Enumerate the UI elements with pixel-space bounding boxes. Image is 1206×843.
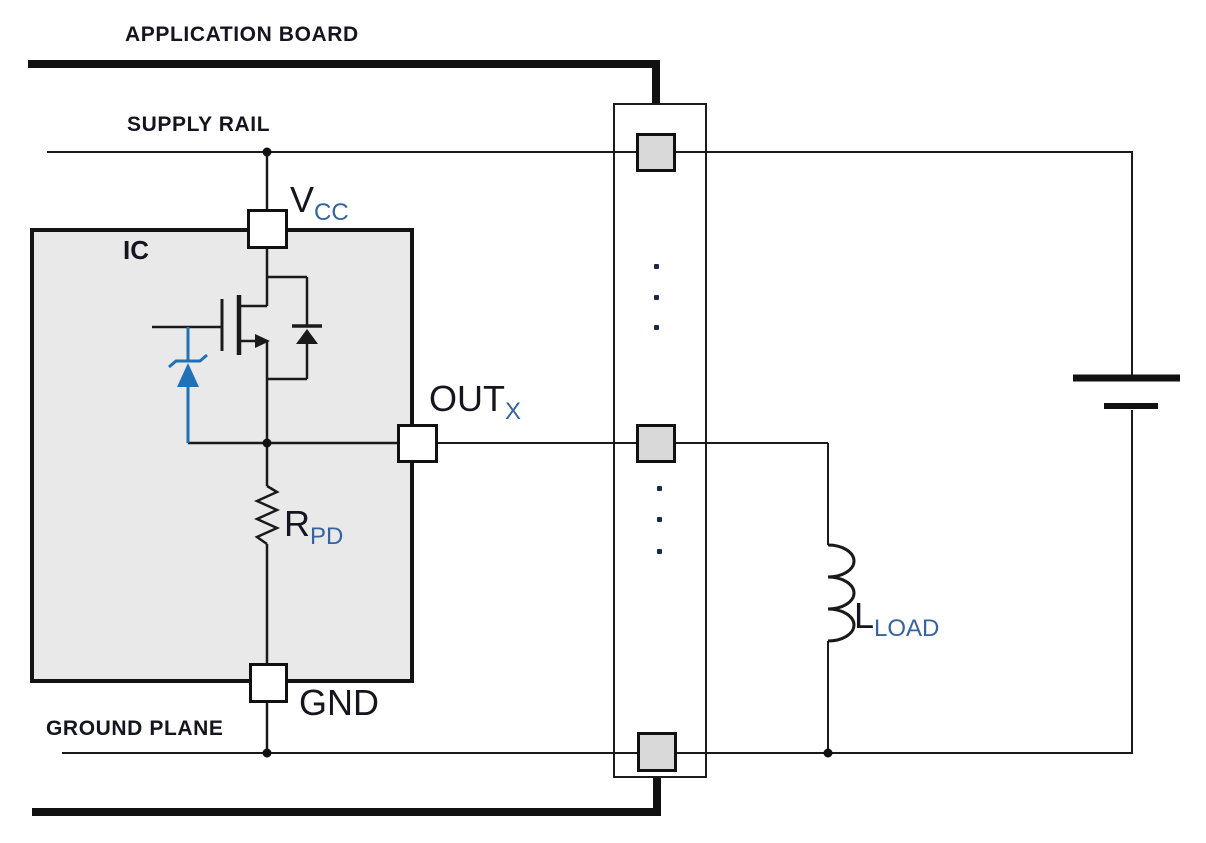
out-label-main: OUT [429, 378, 505, 419]
vcc-pin-label: VCC [290, 179, 349, 225]
lload-label-main: L [854, 595, 875, 636]
pulldown-resistor-label: RPD [284, 503, 343, 549]
board-edge-bottom [32, 778, 661, 816]
connector-pad-out [636, 424, 676, 463]
gnd-pin-label: GND [299, 682, 379, 723]
rpd-label-sub: PD [310, 523, 344, 550]
connector-pad-ground [637, 732, 677, 772]
ic-label: IC [123, 235, 149, 265]
out-pin-label: OUTX [429, 378, 521, 424]
ic-body [30, 228, 414, 683]
application-board-label: APPLICATION BOARD [125, 23, 359, 46]
inductor-symbol [827, 543, 856, 643]
connector-ellipsis-dot [657, 549, 662, 554]
connector-ellipsis-dot [657, 486, 662, 491]
connector-ellipsis-dot [654, 264, 659, 269]
out-pin [397, 424, 438, 463]
load-inductor-label: LLOAD [854, 595, 939, 641]
vcc-pin [247, 209, 288, 249]
connector-body [613, 103, 707, 778]
battery-symbol [1073, 152, 1180, 753]
lload-label-sub: LOAD [874, 615, 940, 642]
vcc-label-main: V [290, 179, 315, 220]
supply-rail-label: SUPPLY RAIL [127, 113, 271, 136]
connector-ellipsis-dot [654, 325, 659, 330]
board-edge-top [28, 60, 660, 103]
connector-ellipsis-dot [657, 517, 662, 522]
rpd-label-main: R [284, 503, 310, 544]
out-label-sub: X [505, 398, 522, 425]
connector-pad-supply [636, 133, 676, 172]
vcc-label-sub: CC [314, 199, 349, 226]
connector-ellipsis-dot [654, 295, 659, 300]
gnd-pin [249, 663, 288, 703]
ground-plane-label: GROUND PLANE [46, 717, 224, 740]
